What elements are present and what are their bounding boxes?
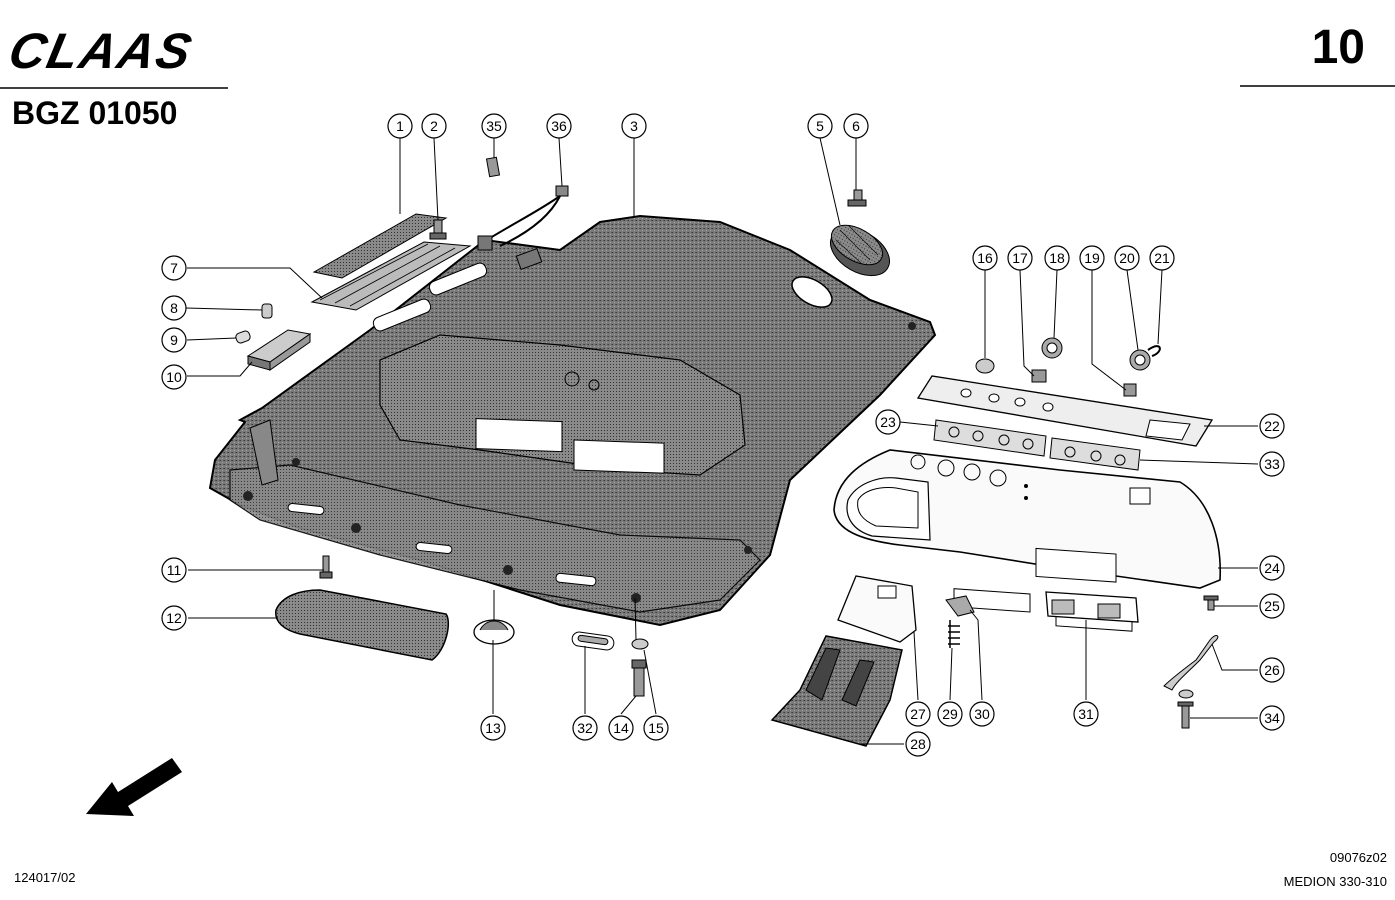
part-11-screw	[319, 555, 333, 579]
part-25-screw	[1203, 595, 1219, 611]
part-36-cable	[477, 185, 569, 270]
callout-labels: 1 2 35 36 3 5 6 7 8 9 10 16 17 18 19 20 …	[166, 118, 1280, 752]
callout-36: 36	[551, 118, 567, 134]
document-code: BGZ 01050	[12, 95, 178, 131]
part-34-screw	[1177, 689, 1194, 729]
brand-logo: CLAAS	[4, 23, 199, 79]
callout-1: 1	[396, 118, 404, 134]
part-1-strip	[312, 213, 448, 279]
part-32-cover-strip	[571, 631, 615, 651]
callout-30: 30	[974, 706, 990, 722]
part-22-overlay-plate	[916, 375, 1214, 447]
part-12-sun-visor	[275, 589, 450, 661]
direction-arrow	[86, 758, 182, 816]
callout-9: 9	[170, 332, 178, 348]
callout-35: 35	[486, 118, 502, 134]
callout-28: 28	[910, 736, 926, 752]
callout-bubbles	[161, 113, 1285, 757]
headliner-panel	[208, 214, 937, 627]
callout-26: 26	[1264, 662, 1280, 678]
callout-8: 8	[170, 300, 178, 316]
callout-29: 29	[942, 706, 958, 722]
callout-20: 20	[1119, 250, 1135, 266]
callout-5: 5	[816, 118, 824, 134]
callout-25: 25	[1264, 598, 1280, 614]
part-26-strap	[1163, 635, 1219, 691]
part-7-vent-grille	[310, 241, 472, 311]
footer-part-number: 124017/02	[14, 870, 76, 885]
callout-2: 2	[430, 118, 438, 134]
part-10-interior-lamp	[246, 329, 312, 371]
callout-11: 11	[167, 562, 182, 578]
callout-32: 32	[577, 720, 593, 736]
part-9-bulb	[235, 330, 251, 344]
callout-7: 7	[170, 260, 178, 276]
footer-drawing-ref: 09076z02	[1329, 850, 1387, 865]
callout-24: 24	[1264, 560, 1280, 576]
leader-lines	[185, 137, 1259, 745]
callout-34: 34	[1264, 710, 1280, 726]
part-31-handle	[1045, 591, 1139, 623]
part-18-bezel	[1041, 337, 1063, 359]
callout-33: 33	[1264, 456, 1280, 472]
page-number: 10	[1311, 21, 1365, 74]
part-14-bolt	[631, 659, 647, 697]
callout-27: 27	[910, 706, 926, 722]
callout-22: 22	[1264, 418, 1280, 434]
callout-6: 6	[852, 118, 860, 134]
footer-model: MEDION 330-310	[1283, 874, 1387, 889]
callout-16: 16	[977, 250, 993, 266]
part-29-spring	[948, 620, 960, 648]
callout-3: 3	[630, 118, 638, 134]
callout-15: 15	[648, 720, 664, 736]
part-21-ring	[1147, 345, 1161, 357]
callout-23: 23	[880, 414, 896, 430]
part-23-switch-plate	[933, 419, 1047, 457]
part-8-pin	[261, 303, 273, 319]
callout-14: 14	[613, 720, 629, 736]
part-33-switch-plate	[1049, 437, 1141, 471]
part-15-washer	[631, 638, 649, 650]
part-20-bezel	[1129, 349, 1151, 371]
callout-10: 10	[166, 369, 182, 385]
part-5-speaker-grille	[830, 224, 890, 277]
part-19-clip	[1123, 383, 1137, 397]
callout-18: 18	[1049, 250, 1065, 266]
part-6-screw	[847, 189, 867, 207]
callout-12: 12	[166, 610, 182, 626]
part-30-latch	[945, 595, 975, 617]
callout-21: 21	[1154, 250, 1170, 266]
part-24-console-housing	[833, 449, 1221, 632]
callout-13: 13	[485, 720, 501, 736]
part-27-cover	[837, 575, 917, 643]
part-35-clip	[485, 156, 501, 178]
part-28-tray	[770, 635, 903, 747]
part-16-cap	[975, 358, 995, 374]
part-13-visor-clip	[473, 619, 515, 645]
part-17-clip	[1031, 369, 1047, 383]
callout-17: 17	[1012, 250, 1028, 266]
callout-31: 31	[1078, 706, 1094, 722]
callout-19: 19	[1084, 250, 1100, 266]
